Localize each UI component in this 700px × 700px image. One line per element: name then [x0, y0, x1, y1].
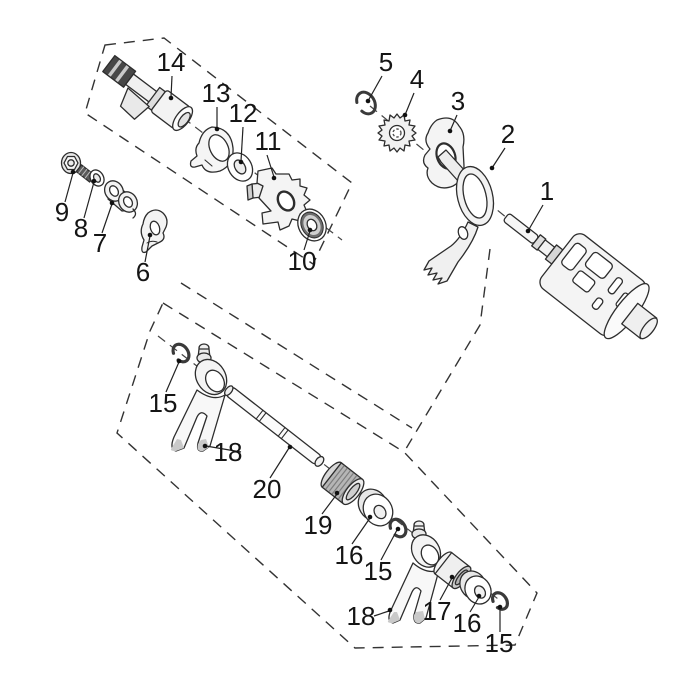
callout-20: 20: [253, 474, 282, 504]
boundary-top-assembly: [84, 37, 353, 266]
callout-18a: 18: [214, 437, 243, 467]
part-15c-circlip: [490, 591, 510, 611]
callout-4: 4: [410, 64, 424, 94]
callout-10: 10: [288, 246, 317, 276]
part-15a-circlip: [171, 342, 191, 364]
part-18b-shift-fork: [387, 520, 442, 624]
callout-2: 2: [501, 119, 515, 149]
part-13-stopper-plate: [189, 126, 234, 173]
part-18a-shift-fork: [170, 343, 228, 452]
part-1-shift-drum: [503, 213, 658, 340]
part-6-bracket: [140, 209, 168, 254]
part-14-cam-shaft: [102, 54, 194, 132]
callout-7: 7: [93, 228, 107, 258]
callout-15c: 15: [485, 628, 514, 658]
callout-8: 8: [74, 213, 88, 243]
part-10-roller-washer: [297, 208, 327, 242]
callout-labels: 1 2 3 4 5 6 7 8 9 10 11 12 13 14 15 16 1…: [55, 47, 554, 658]
boundary-bottom-assembly: [116, 248, 538, 649]
part-15b-circlip: [388, 517, 408, 539]
alignment-line: [403, 248, 491, 453]
leader-lines: [64, 75, 544, 632]
part-20-fork-shaft: [224, 385, 325, 467]
part-5-circlip: [355, 90, 377, 116]
part-8-washer: [89, 169, 105, 187]
callout-11: 11: [255, 126, 282, 156]
part-2-shift-arm: [423, 149, 495, 285]
callout-9: 9: [55, 197, 69, 227]
callout-1: 1: [540, 176, 554, 206]
callout-18b: 18: [347, 601, 376, 631]
part-12-washer: [226, 152, 254, 182]
callout-3: 3: [451, 86, 465, 116]
part-19-knurled-bushing: [320, 461, 365, 506]
part-7-link: [103, 180, 139, 219]
callout-13: 13: [202, 78, 231, 108]
callout-15a: 15: [149, 388, 178, 418]
callout-19: 19: [304, 510, 333, 540]
callout-6: 6: [136, 257, 150, 287]
callout-17: 17: [423, 596, 452, 626]
part-4-gear: [377, 113, 417, 153]
callout-12: 12: [229, 98, 258, 128]
callout-16b: 16: [453, 608, 482, 638]
callout-16a: 16: [335, 540, 364, 570]
part-11-sector-gear: [246, 167, 311, 231]
part-9-bolt: [60, 151, 96, 183]
callout-14: 14: [157, 47, 186, 77]
callout-5: 5: [379, 47, 393, 77]
callout-15b: 15: [364, 556, 393, 586]
